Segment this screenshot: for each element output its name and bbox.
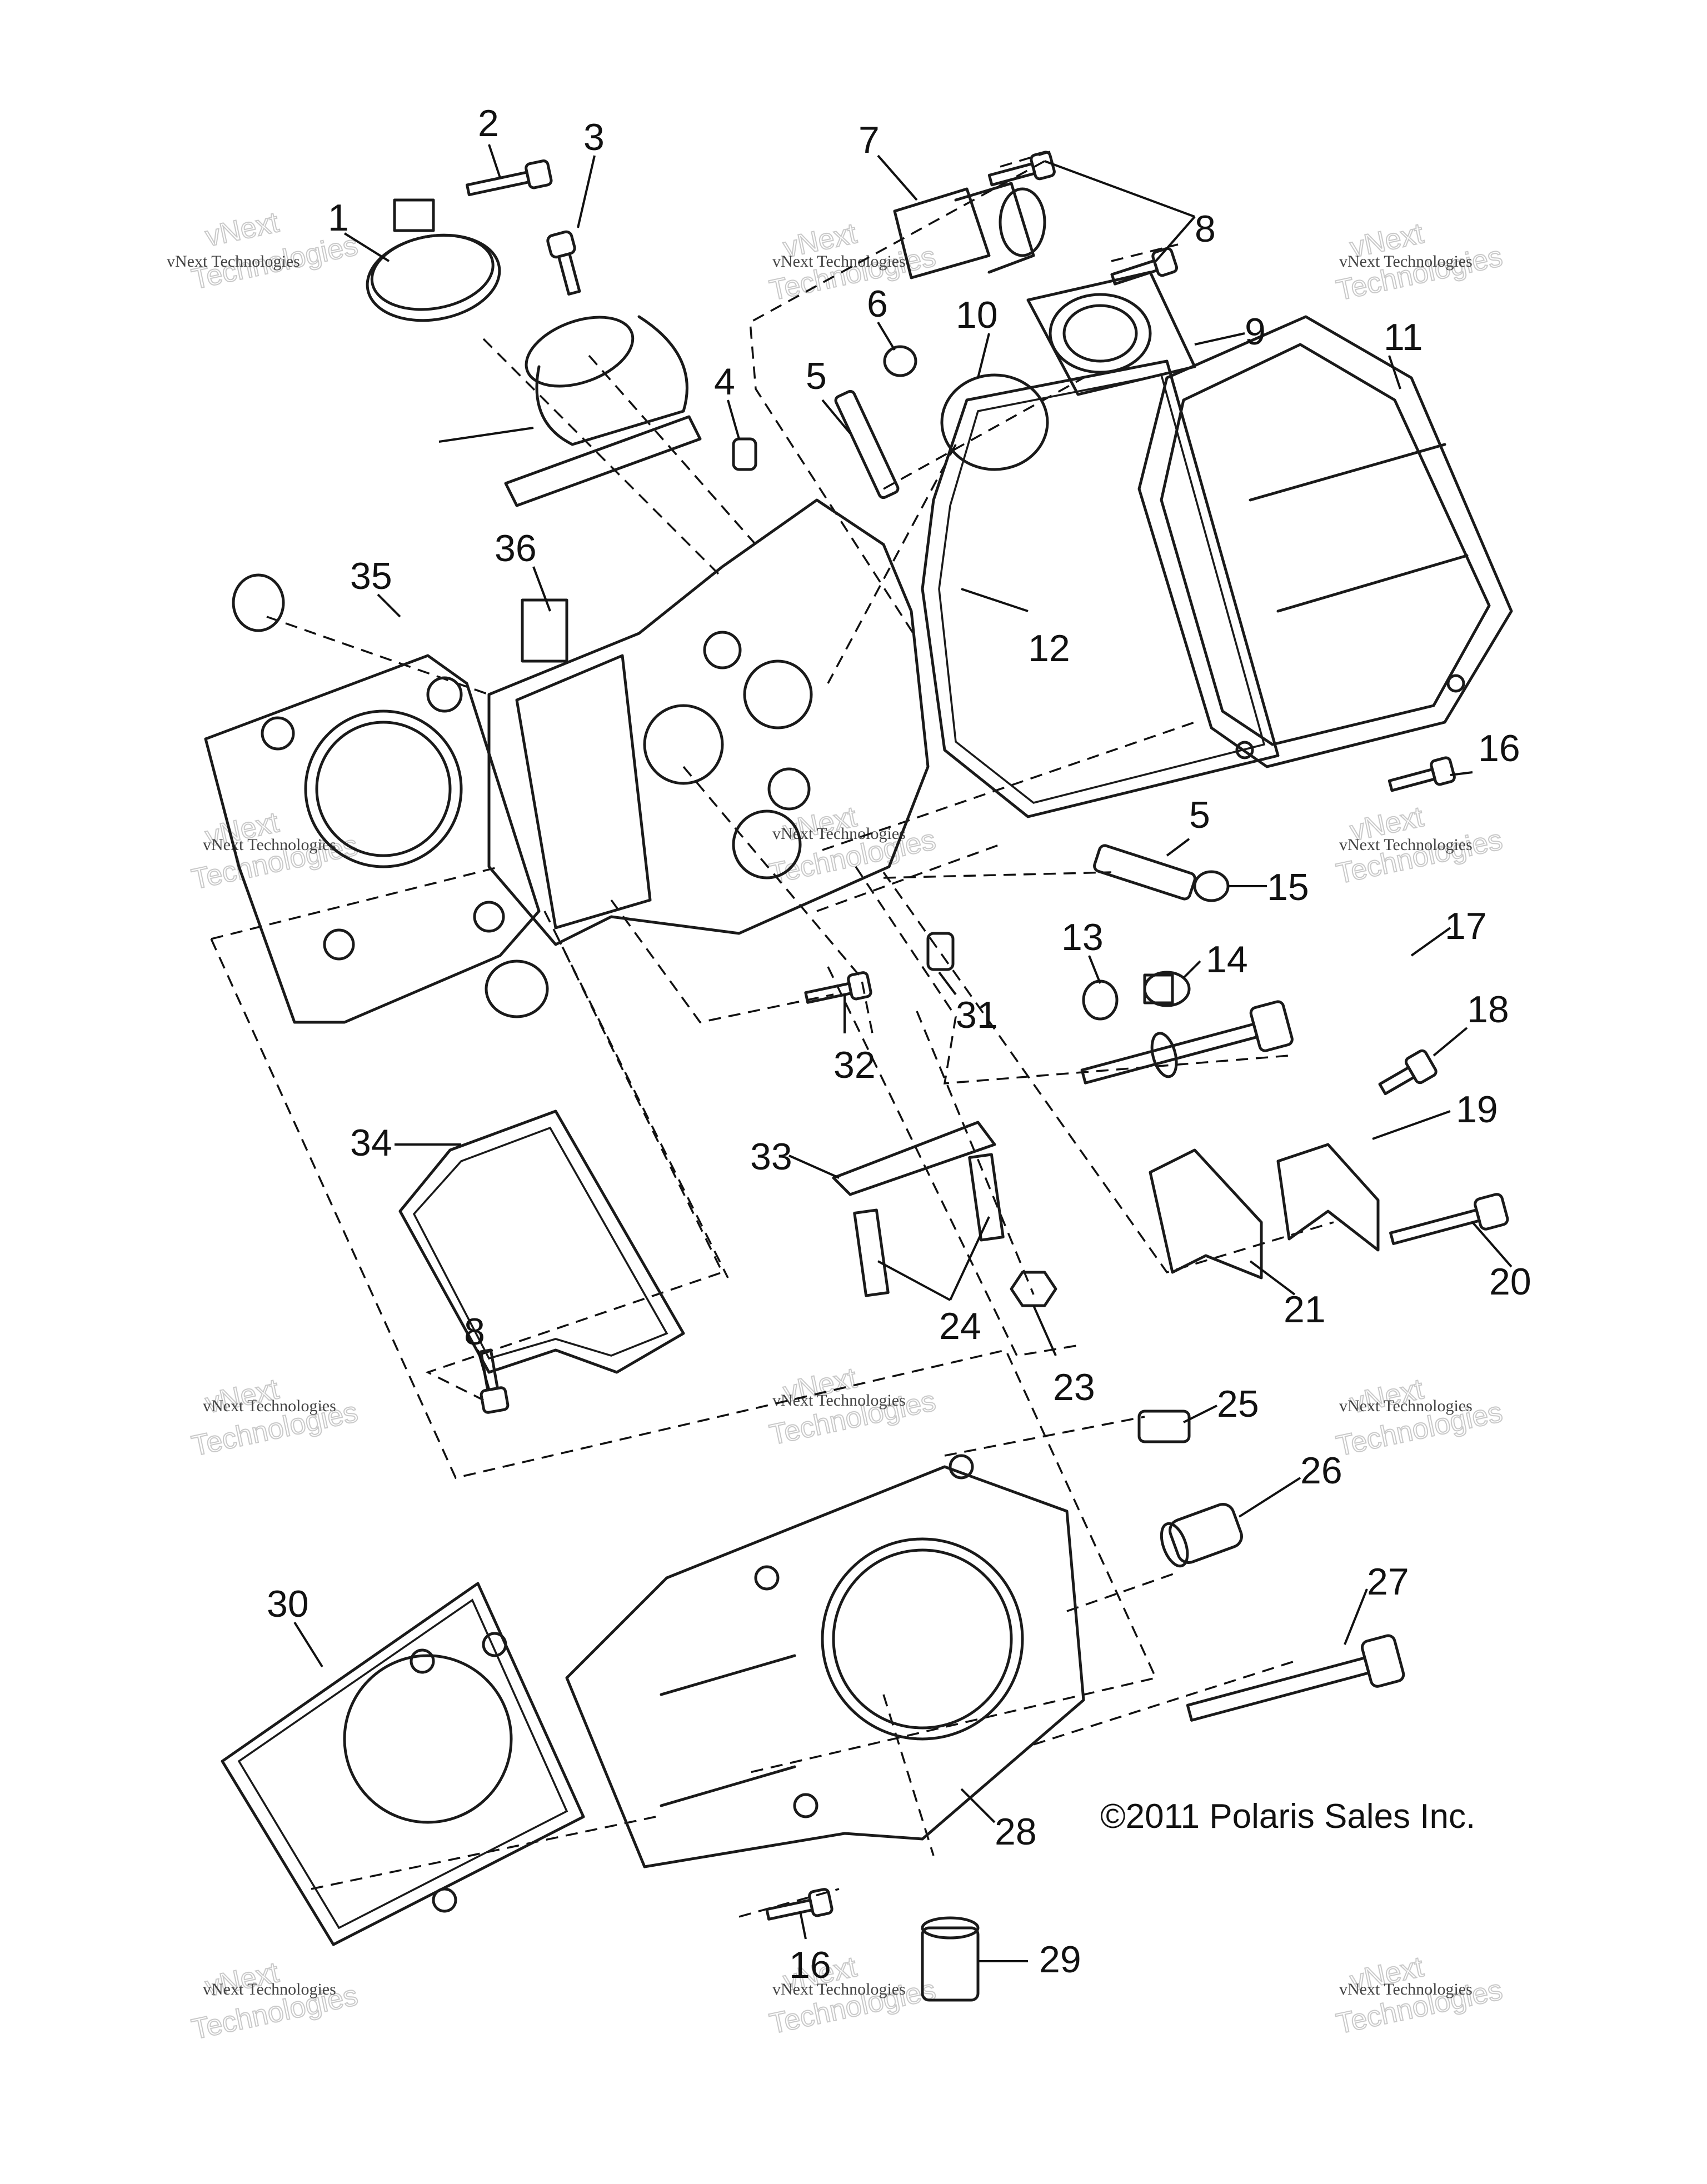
side-gasket-part (398, 1110, 685, 1374)
watermark-text: vNext Technologies (1339, 836, 1473, 854)
callout-3: 3 (583, 116, 605, 158)
callout-16: 16 (1478, 727, 1520, 769)
outlet-elbow-part (893, 182, 1046, 279)
bolt-part (804, 971, 872, 1004)
watermark-text: vNext Technologies (203, 1397, 336, 1415)
head-bolt-part (1080, 1000, 1294, 1084)
seal-part (232, 573, 285, 632)
watermark-text: vNext Technologies (203, 836, 336, 854)
watermark-text: vNext Technologies (167, 252, 300, 271)
base-gasket-part (221, 1582, 585, 1946)
cylinder-bolt-part (1186, 1634, 1405, 1722)
callout-14: 14 (1206, 938, 1248, 981)
callout-10: 10 (956, 294, 998, 336)
watermarks: vNext Technologies vNext Technologies vN… (167, 206, 1506, 2046)
callout-2: 2 (478, 102, 499, 144)
watermark-text: vNext Technologies (1339, 1397, 1473, 1415)
svg-text:vNext: vNext (203, 206, 282, 253)
callouts: 1 2 3 4 5 6 7 8 9 10 11 12 35 36 16 5 15… (267, 102, 1531, 1986)
sleeve-part (921, 1916, 980, 2002)
callout-31: 31 (956, 994, 998, 1036)
cylinder-part (565, 1454, 1085, 1868)
watermark-text: vNext Technologies (772, 1391, 906, 1410)
watermark-text: vNext Technologies (1339, 1980, 1473, 1998)
callout-6: 6 (867, 283, 888, 325)
callout-29: 29 (1039, 1938, 1081, 1981)
callout-28: 28 (995, 1811, 1037, 1853)
callout-19: 19 (1456, 1088, 1498, 1131)
callout-5b: 5 (1189, 794, 1210, 836)
bolt-part (987, 151, 1056, 187)
watermark-text: vNext Technologies (772, 824, 906, 843)
callout-13: 13 (1061, 916, 1104, 958)
cover-gasket-part (921, 359, 1280, 818)
valve-guide-part (1093, 844, 1196, 901)
callout-12: 12 (1028, 627, 1070, 669)
dowel-part (926, 932, 955, 971)
callout-9: 9 (1245, 311, 1266, 353)
callout-4: 4 (714, 361, 735, 403)
callout-27: 27 (1367, 1561, 1409, 1603)
bolt-part (1387, 756, 1456, 792)
bolt-part (1389, 1193, 1509, 1245)
callout-8: 8 (1195, 208, 1216, 250)
callout-23: 23 (1053, 1366, 1095, 1408)
washer-part (1082, 979, 1119, 1021)
bolt-part (765, 1888, 833, 1921)
callout-36: 36 (495, 527, 537, 569)
callout-32: 32 (833, 1044, 876, 1086)
valve-guide-part (834, 389, 900, 499)
cylinder-head-part (487, 498, 930, 946)
watermark-text: vNext Technologies (1339, 252, 1473, 271)
callout-34: 34 (350, 1122, 392, 1164)
callout-5: 5 (806, 355, 827, 397)
watermark-text: vNext Technologies (772, 1980, 906, 1998)
seal-part (883, 345, 917, 377)
plug-part (1143, 971, 1191, 1007)
o-ring-part (940, 373, 1049, 471)
callout-24: 24 (939, 1305, 981, 1347)
callout-26: 26 (1300, 1450, 1342, 1492)
parts (204, 151, 1513, 2002)
exhaust-gasket-part (832, 1121, 996, 1196)
bolt-part (480, 1348, 510, 1414)
nut-part (1010, 1271, 1057, 1307)
callout-16b: 16 (789, 1944, 831, 1986)
callout-30: 30 (267, 1583, 309, 1625)
watermark-text: vNext Technologies (772, 252, 906, 271)
bolt-part (1110, 247, 1179, 286)
fitting-part (1160, 1503, 1243, 1568)
bolt-part (466, 159, 553, 197)
leader-lines (293, 144, 1513, 1962)
clamp-part (366, 198, 501, 322)
callout-17: 17 (1445, 905, 1487, 947)
callout-8b: 8 (464, 1311, 485, 1353)
callout-11: 11 (1384, 316, 1423, 358)
callout-35: 35 (350, 555, 392, 597)
head-gasket-part (204, 654, 541, 1024)
callout-15: 15 (1267, 866, 1309, 908)
bolt-part (1378, 1049, 1438, 1096)
bracket-part (1149, 1148, 1263, 1280)
intake-boot-part (504, 315, 702, 507)
callout-20: 20 (1489, 1261, 1531, 1303)
valve-cover-part (1137, 315, 1513, 768)
stud-part (853, 1208, 890, 1297)
bracket-part (1276, 1143, 1380, 1252)
seal-part (485, 959, 549, 1018)
dowel-part (732, 437, 757, 471)
stud-part (968, 1153, 1005, 1242)
callout-1: 1 (328, 197, 349, 239)
callout-25: 25 (1217, 1383, 1259, 1425)
watermark-text: vNext Technologies (203, 1980, 336, 1998)
callout-18: 18 (1467, 988, 1509, 1031)
callout-21: 21 (1284, 1288, 1326, 1331)
screw-part (546, 230, 581, 296)
callout-7: 7 (859, 119, 880, 161)
dowel-part (1137, 1410, 1191, 1443)
copyright-text: ©2011 Polaris Sales Inc. (1100, 1797, 1475, 1836)
callout-33: 33 (750, 1136, 792, 1178)
cap-part (1193, 870, 1230, 902)
